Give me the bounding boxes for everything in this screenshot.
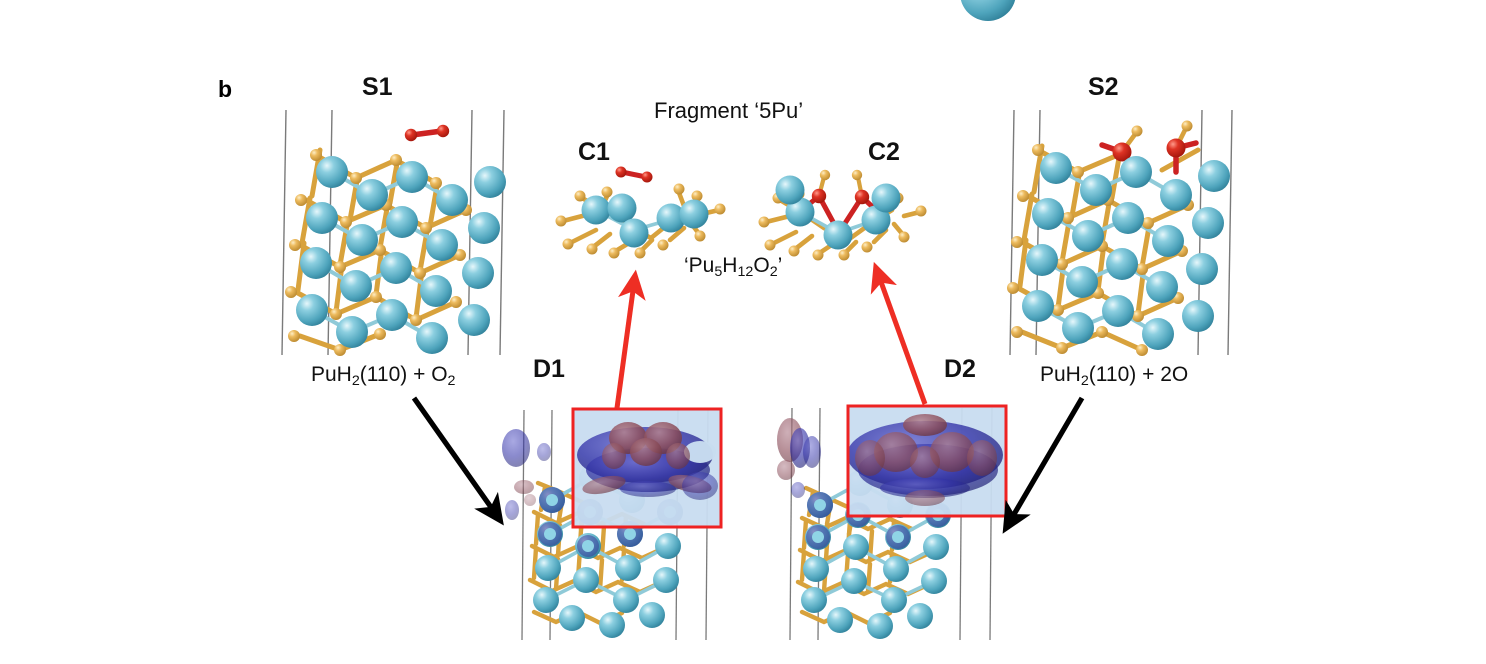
caption-s1: PuH2(110) + O2 <box>311 364 455 388</box>
structure-label-d2: D2 <box>944 355 976 383</box>
structure-label-d1: D1 <box>533 355 565 383</box>
fragment-formula-o: O <box>753 254 770 277</box>
structure-label-s1: S1 <box>362 73 393 101</box>
arrow-s2-to-d2 <box>1002 396 1085 534</box>
s2-pu-bonds <box>1036 166 1178 336</box>
d1-pu-bonds <box>544 475 674 603</box>
cluster-fragment-c2 <box>758 169 927 261</box>
d1-plutonium-atoms <box>533 465 685 638</box>
c1-h-bonds <box>560 187 722 255</box>
d1-red-highlight-box <box>571 407 723 529</box>
d2-highlight-region <box>846 404 1008 518</box>
s2-oxygen-atoms <box>1099 120 1199 175</box>
fragment-formula-sub-o: 2 <box>769 263 778 280</box>
d2-red-highlight-box <box>846 404 1008 518</box>
d2-plutonium-atoms <box>801 470 953 639</box>
d2-subsurface-core <box>812 499 944 543</box>
s2-plutonium-atoms <box>1022 152 1230 350</box>
structure-label-c2: C2 <box>868 138 900 166</box>
s1-o2-molecule <box>404 124 450 142</box>
structure-s2 <box>1007 109 1233 356</box>
caption-s1-sub2: 2 <box>447 372 456 389</box>
fragment-formula-open: ‘Pu <box>684 254 715 277</box>
d1-cell-lines <box>521 409 709 641</box>
fragment-formula-close: ’ <box>777 254 783 277</box>
fragment-formula-sub-h: 12 <box>737 263 754 280</box>
fragment-formula-sub-pu: 5 <box>714 263 723 280</box>
d2-isosurface-lobes-left <box>777 418 821 498</box>
c1-pu-bonds <box>594 208 678 232</box>
caption-s2-mid: (110) + 2O <box>1088 363 1189 386</box>
d1-isosurface-main <box>577 422 718 500</box>
structure-d2 <box>777 404 1008 641</box>
s1-pu-bonds <box>310 170 454 340</box>
arrow-d2-to-c2 <box>870 261 928 405</box>
d1-highlight-region <box>571 407 723 529</box>
s2-h-bonds <box>1015 143 1201 353</box>
c2-oxygen-atoms <box>799 169 881 234</box>
c1-hydrogen-atoms <box>555 183 726 259</box>
d2-isosurface-main <box>847 414 1003 506</box>
fragment-formula-h: H <box>722 254 738 277</box>
caption-s1-sub1: 2 <box>351 372 360 389</box>
caption-s2-sub1: 2 <box>1080 372 1089 389</box>
s2-cell-lines <box>1009 109 1233 356</box>
s1-cell-lines <box>281 109 505 356</box>
arrow-d1-to-c1 <box>614 269 646 409</box>
c2-hydrogen-atoms <box>758 185 927 261</box>
caption-s1-pre: PuH <box>311 363 352 386</box>
fragment-title: Fragment ‘5Pu’ <box>654 98 804 123</box>
panel-letter-b: b <box>218 76 233 102</box>
d2-h-bonds <box>795 485 935 626</box>
c2-plutonium-atoms <box>775 175 901 250</box>
caption-s1-mid: (110) + O <box>359 363 448 386</box>
s1-h-bonds <box>293 147 469 353</box>
clipped-pu-atom-top <box>960 0 1016 21</box>
c1-plutonium-atoms <box>581 193 709 248</box>
d1-subsurface-density-speckle <box>538 487 683 557</box>
d1-subsurface-core <box>544 494 676 552</box>
fragment-formula: ‘Pu5H12O2’ <box>684 255 782 279</box>
d2-subsurface-density-speckle <box>806 492 950 549</box>
structure-label-c1: C1 <box>578 138 610 166</box>
s2-hydrogen-atoms <box>1007 144 1194 356</box>
arrow-s1-to-d1 <box>411 396 504 526</box>
d2-cell-lines <box>789 407 993 641</box>
d1-isosurface-lobes-left <box>502 429 551 520</box>
d2-pu-bonds <box>812 480 942 602</box>
caption-s2-pre: PuH <box>1040 363 1081 386</box>
cluster-fragment-c1 <box>555 166 726 259</box>
c2-pu-bonds <box>798 210 878 235</box>
structure-label-s2: S2 <box>1088 73 1119 101</box>
structure-s1 <box>281 109 506 356</box>
d1-h-bonds <box>527 480 667 626</box>
c2-h-bonds <box>763 189 923 257</box>
s1-hydrogen-atoms <box>285 149 472 356</box>
structure-d1 <box>502 407 723 641</box>
s1-plutonium-atoms <box>296 156 506 354</box>
caption-s2: PuH2(110) + 2O <box>1040 364 1188 388</box>
c1-o2-molecule <box>615 166 653 183</box>
